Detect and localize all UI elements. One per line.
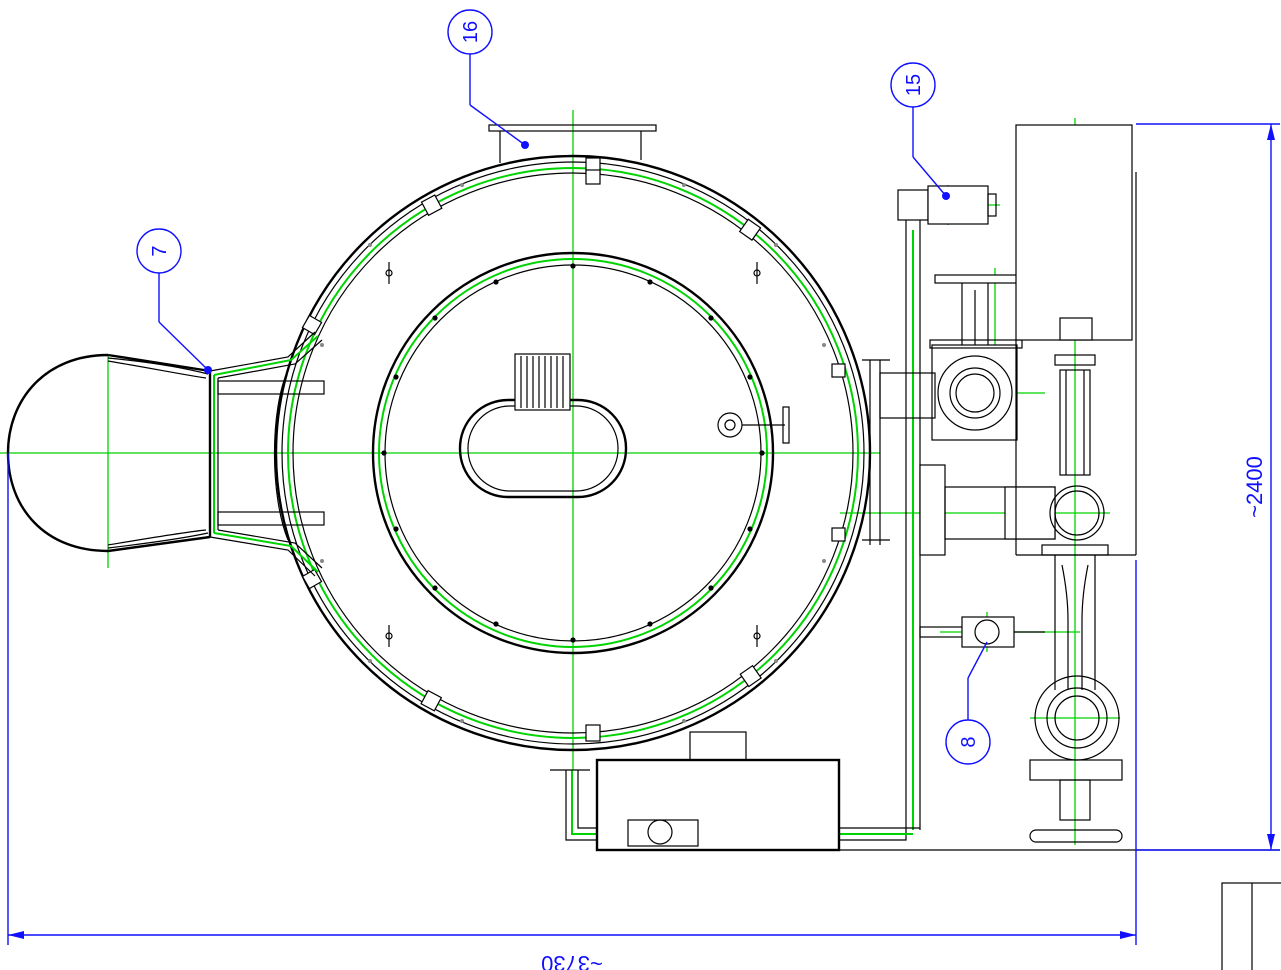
balloon-7-label: 7: [149, 245, 171, 256]
balloon-16-label: 16: [460, 21, 482, 43]
balloon-7: 7: [136, 228, 212, 374]
balloon-8-label: 8: [958, 736, 980, 747]
top-nozzle: [488, 124, 657, 163]
dimension-lines: [7, 123, 1280, 945]
balloon-15-label: 15: [903, 74, 925, 96]
left-hood: [6, 331, 325, 577]
balloon-15: 15: [890, 62, 950, 200]
balloon-8: 8: [945, 641, 991, 765]
balloon-16: 16: [447, 9, 529, 149]
width-dimension-label: ~3730: [541, 951, 603, 970]
right-piping: [550, 124, 1281, 970]
height-dimension-label: ~2400: [1242, 456, 1267, 518]
